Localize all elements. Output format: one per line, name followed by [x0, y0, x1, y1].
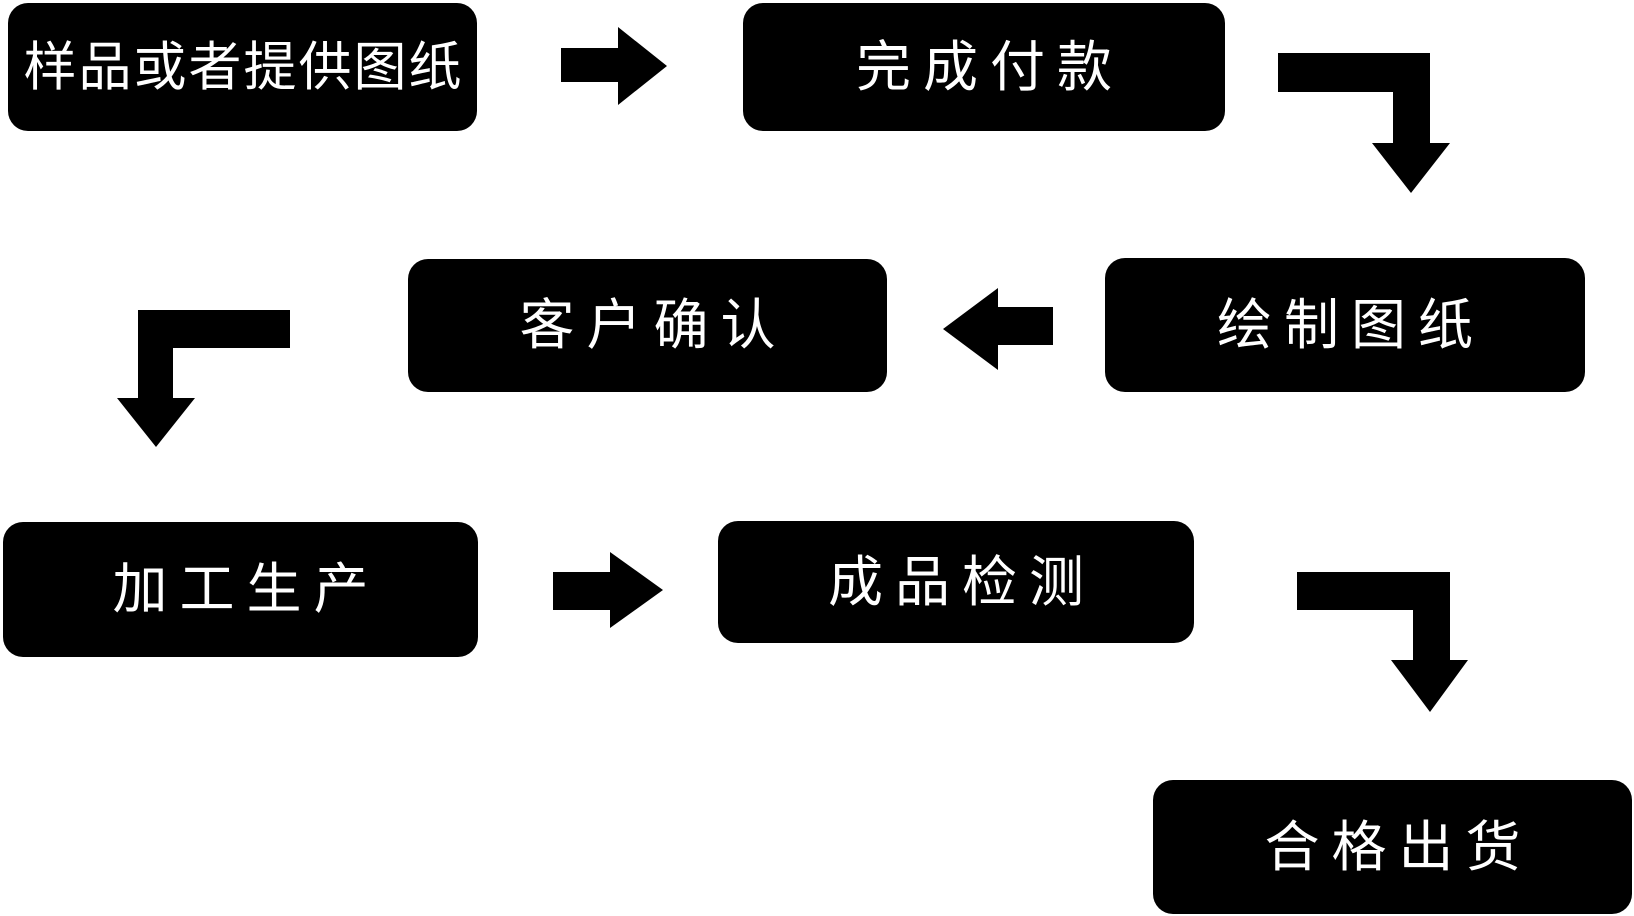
node-label: 绘制图纸	[1216, 293, 1485, 356]
node-label: 合格出货	[1264, 815, 1533, 878]
elbow-down-arrow-icon	[1278, 53, 1450, 193]
right-arrow-icon	[561, 27, 667, 105]
elbow-down-arrow-icon	[1297, 572, 1468, 712]
node-label: 客户确认	[519, 294, 788, 356]
node-label: 样品或者提供图纸	[23, 37, 464, 97]
right-arrow-icon	[553, 552, 663, 628]
elbow-down-left-arrow-icon	[117, 310, 290, 447]
node-processing-production: 加工生产	[3, 522, 478, 657]
node-complete-payment: 完成付款	[743, 3, 1225, 131]
node-draw-drawings: 绘制图纸	[1105, 258, 1585, 392]
node-sample-or-provide-drawings: 样品或者提供图纸	[8, 3, 477, 131]
node-qualified-shipment: 合格出货	[1153, 780, 1632, 914]
left-arrow-icon	[943, 288, 1053, 370]
node-label: 加工生产	[112, 558, 381, 620]
node-finished-product-inspection: 成品检测	[718, 521, 1194, 643]
node-label: 完成付款	[855, 35, 1124, 98]
node-customer-confirmation: 客户确认	[408, 259, 887, 392]
node-label: 成品检测	[827, 550, 1096, 613]
